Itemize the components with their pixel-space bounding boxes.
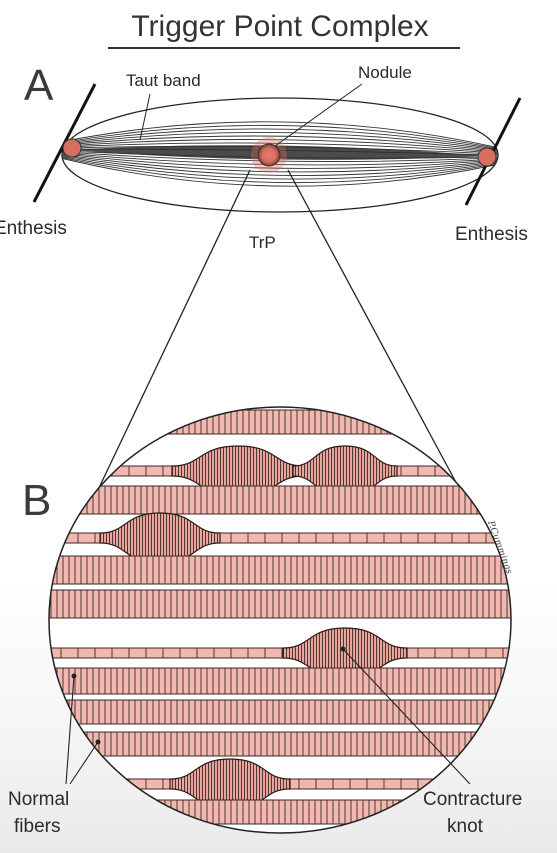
enthesis-right-point: [477, 147, 497, 167]
muscle-fiber-line: [62, 124, 498, 150]
normal-fibers-dot-1: [71, 673, 77, 679]
magnified-fibers-circle: [48, 406, 512, 834]
muscle-fiber-line: [62, 156, 498, 180]
normal-fibers-leader-1: [65, 675, 75, 785]
normal-fiber: [49, 589, 511, 619]
contracture-knot-dot: [340, 646, 346, 652]
enthesis-right-label: Enthesis: [455, 224, 528, 245]
muscle-fiber-line: [62, 152, 498, 166]
contracture-knot-label-line1: Contracture: [423, 789, 522, 810]
taut-band-label: Taut band: [126, 71, 201, 90]
muscle-fiber-line: [62, 155, 498, 176]
taut-band-leader: [139, 93, 151, 141]
enthesis-left-point: [62, 138, 82, 158]
normal-fibers-label-line1: Normal: [8, 789, 69, 810]
nodule-leader: [274, 83, 363, 147]
contracture-knot-leader: [342, 648, 471, 785]
muscle-fiber-line: [62, 135, 498, 152]
muscle-fiber-line: [62, 128, 498, 150]
zoom-line-left: [97, 169, 251, 491]
muscle-fiber-line: [62, 139, 498, 153]
muscle-fiber-line: [62, 153, 498, 169]
normal-fiber: [49, 555, 511, 585]
diagram-title: Trigger Point Complex: [131, 10, 428, 43]
enthesis-left-label: Enthesis: [0, 218, 67, 239]
muscle-fiber-line: [62, 151, 498, 162]
muscle-fiber-line: [62, 142, 498, 154]
panel-a-letter: A: [24, 61, 54, 110]
normal-fiber: [49, 731, 511, 757]
panel-b-letter: B: [22, 476, 51, 525]
muscle-fiber-line: [62, 121, 498, 149]
normal-fibers-dot-2: [95, 739, 101, 745]
contracture-knot-label-line2: knot: [447, 816, 484, 837]
nodule-label: Nodule: [358, 63, 412, 82]
normal-fiber: [49, 409, 511, 435]
stretched-fiber: [49, 647, 511, 659]
muscle-fiber-line: [62, 157, 498, 187]
nodule: [257, 143, 281, 167]
normal-fibers-leader-2: [69, 741, 99, 785]
zoom-line-right: [287, 169, 460, 489]
trp-label: TrP: [249, 233, 276, 252]
stretched-fiber: [49, 532, 511, 544]
normal-fiber: [49, 699, 511, 725]
normal-fibers-label-line2: fibers: [14, 816, 60, 837]
normal-fiber: [49, 485, 511, 515]
muscle-fiber-line: [62, 157, 498, 184]
muscle-fiber-line: [62, 132, 498, 151]
normal-fiber: [49, 667, 511, 695]
muscle-fiber-line: [62, 154, 498, 173]
